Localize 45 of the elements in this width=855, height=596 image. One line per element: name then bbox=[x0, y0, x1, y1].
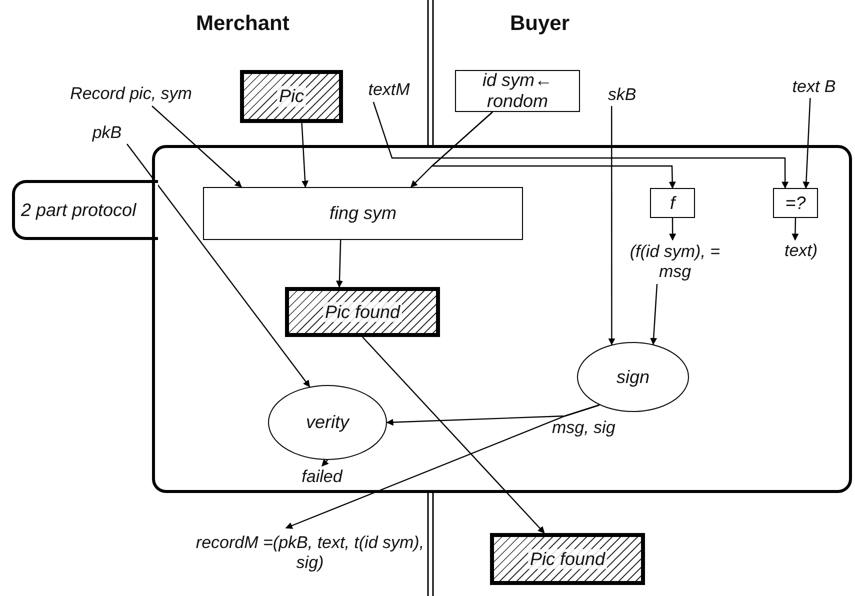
node-text: text) bbox=[768, 240, 834, 262]
annotation-text: msg, sig bbox=[552, 418, 616, 438]
side-tab bbox=[12, 180, 158, 240]
arrow bbox=[285, 404, 600, 529]
node-label: f bbox=[668, 192, 677, 214]
column-heading: Merchant bbox=[196, 12, 290, 36]
hatched-box bbox=[285, 287, 440, 337]
process-box bbox=[773, 188, 818, 218]
node-label: =? bbox=[784, 192, 807, 214]
hatched-box bbox=[240, 70, 343, 123]
node-text: recordM =(pkB, text, t(id sym), sig) bbox=[190, 528, 430, 578]
arrow bbox=[669, 218, 676, 241]
node-label: Pic found bbox=[322, 302, 402, 322]
arrow bbox=[802, 98, 811, 189]
node-text: skB bbox=[596, 84, 648, 106]
node-text: textM bbox=[350, 78, 428, 102]
arrow bbox=[608, 106, 616, 346]
node-label: verity bbox=[304, 412, 351, 433]
node-label: 2 part protocol bbox=[20, 200, 138, 220]
arrow bbox=[126, 144, 310, 388]
arrow bbox=[152, 106, 242, 188]
arrow bbox=[430, 112, 676, 189]
node-text: text B bbox=[776, 76, 852, 98]
hatched-box bbox=[490, 533, 645, 585]
node-label: Pic bbox=[276, 86, 306, 107]
arrow bbox=[362, 336, 545, 534]
process-box bbox=[203, 187, 523, 240]
arrow bbox=[301, 122, 309, 188]
node-label: Pic found bbox=[528, 548, 608, 570]
node-label: fing sym bbox=[328, 203, 398, 224]
node-text: (f(id sym), = msg bbox=[615, 240, 735, 284]
column-heading: Buyer bbox=[510, 12, 570, 36]
arrow bbox=[372, 102, 789, 189]
protocol-frame bbox=[152, 145, 852, 493]
process-box bbox=[650, 188, 695, 218]
node-label: sign bbox=[615, 366, 651, 388]
arrow bbox=[322, 459, 329, 467]
node-text: pkB bbox=[82, 122, 132, 144]
node-text: Record pic, sym bbox=[26, 82, 236, 106]
arrow bbox=[336, 240, 343, 288]
process-box bbox=[455, 70, 580, 112]
node-text: failed bbox=[282, 466, 362, 488]
node-label: id sym← rondom bbox=[481, 70, 554, 112]
arrow bbox=[792, 218, 799, 241]
arrow bbox=[650, 284, 658, 345]
